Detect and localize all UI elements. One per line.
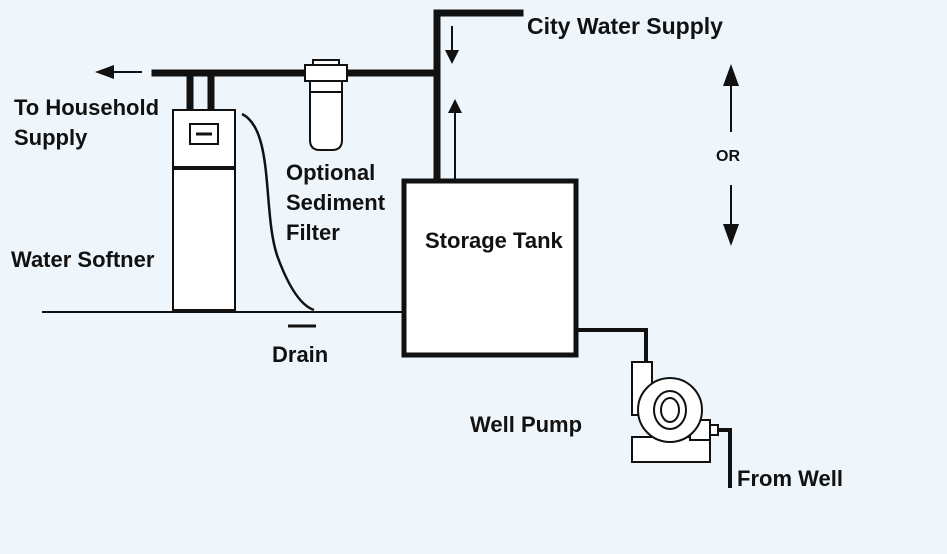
well-pump-unit bbox=[631, 361, 719, 463]
or-double-arrow bbox=[723, 64, 739, 246]
to-household-label-line1: To Household bbox=[14, 95, 159, 120]
optional-filter-label-line1: Optional bbox=[286, 160, 375, 185]
well-pump-label: Well Pump bbox=[470, 412, 582, 437]
sediment-filter bbox=[304, 59, 348, 151]
storage-tank bbox=[401, 178, 579, 358]
drain-label: Drain bbox=[272, 342, 328, 367]
storage-tank-label: Storage Tank bbox=[425, 228, 564, 253]
city-water-flow-arrow bbox=[445, 26, 459, 64]
city-water-supply-label: City Water Supply bbox=[527, 13, 723, 39]
tank-outflow-arrow bbox=[448, 99, 462, 180]
optional-filter-label-line3: Filter bbox=[286, 220, 340, 245]
well-pipe bbox=[718, 428, 732, 488]
drain-hose bbox=[241, 112, 315, 312]
optional-filter-label-line2: Sediment bbox=[286, 190, 386, 215]
household-flow-arrow bbox=[95, 65, 142, 79]
to-household-label-line2: Supply bbox=[14, 125, 88, 150]
pump-inlet-pipe bbox=[576, 328, 648, 362]
water-softener-unit bbox=[172, 109, 236, 311]
main-pipe bbox=[151, 9, 524, 184]
from-well-label: From Well bbox=[737, 466, 843, 491]
or-label: OR bbox=[716, 148, 740, 165]
water-softener-label: Water Softner bbox=[11, 247, 155, 272]
